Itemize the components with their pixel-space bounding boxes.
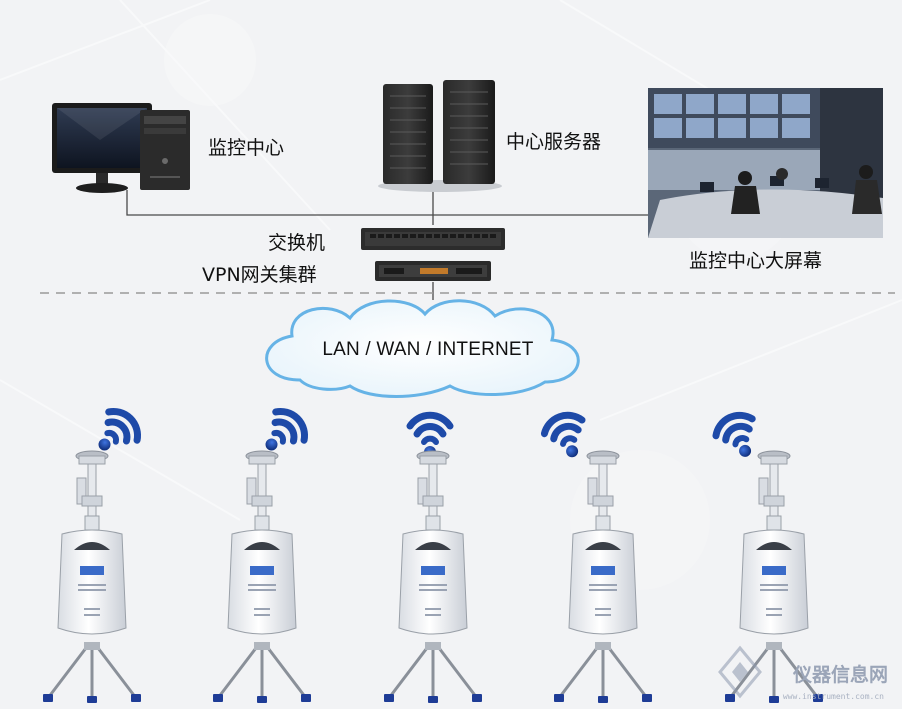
switch-label: 交换机: [268, 232, 326, 254]
monitor-center-label: 监控中心: [208, 137, 285, 159]
server-rack-icon: [378, 80, 502, 192]
switch-icon: [361, 228, 505, 250]
vpn-cluster-label: VPN网关集群: [202, 264, 317, 286]
workstation-icon: [52, 103, 190, 193]
air-sampler-device: [382, 449, 484, 705]
wifi-signal-icon: [541, 410, 593, 464]
air-sampler-device: [211, 449, 313, 705]
big-screen-photo: [648, 88, 883, 238]
big-screen-label: 监控中心大屏幕: [689, 250, 823, 272]
watermark-logo-icon: [718, 645, 762, 699]
watermark-text: 仪器信息网: [792, 664, 888, 686]
air-sampler-device: [41, 449, 143, 705]
central-server-label: 中心服务器: [506, 131, 602, 153]
vpn-gateway-icon: [375, 261, 491, 281]
watermark-url: www.instrument.com.cn: [782, 692, 884, 701]
network-cloud: [265, 299, 580, 398]
network-cloud-label: LAN / WAN / INTERNET: [322, 339, 534, 360]
